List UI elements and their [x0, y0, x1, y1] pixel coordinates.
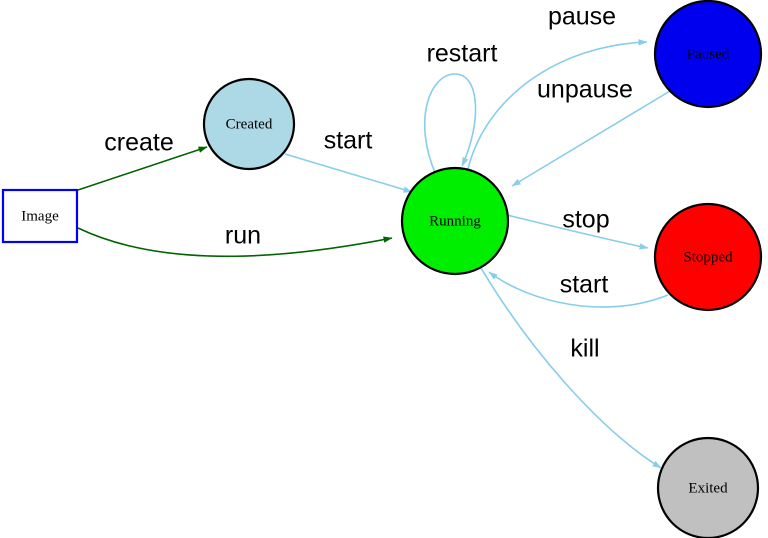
- node-running-label: Running: [429, 213, 481, 229]
- node-running-shape: [400, 166, 510, 276]
- edge-run-label: run: [225, 222, 261, 250]
- node-stopped-label: Stopped: [683, 249, 733, 265]
- edge-restart-label: restart: [427, 40, 498, 68]
- edge-start-created-running: start: [284, 127, 413, 193]
- edge-start-created-running-label: start: [324, 127, 373, 155]
- edge-pause-label: pause: [548, 3, 616, 31]
- edge-stop-label: stop: [562, 206, 609, 234]
- node-paused[interactable]: Paused: [653, 0, 763, 109]
- edge-kill: kill: [480, 267, 662, 469]
- edge-start-stopped-running-label: start: [560, 271, 609, 299]
- edge-create-path: [77, 146, 208, 191]
- edge-restart-path: [423, 73, 477, 176]
- edge-kill-path: [480, 267, 662, 469]
- node-image-shape: [1, 188, 79, 244]
- edge-run-path: [77, 227, 393, 258]
- edge-unpause: unpause: [511, 76, 671, 187]
- edge-pause: pause: [467, 3, 648, 170]
- edge-unpause-path: [511, 90, 671, 187]
- edge-start-stopped-running: start: [488, 271, 669, 308]
- node-image[interactable]: Image: [1, 188, 79, 244]
- edge-restart: restart: [423, 40, 498, 176]
- node-exited-shape: [656, 436, 760, 538]
- node-exited[interactable]: Exited: [656, 436, 760, 538]
- edge-unpause-label: unpause: [537, 76, 633, 104]
- edge-start-created-running-path: [284, 153, 413, 193]
- edge-pause-path: [467, 39, 648, 170]
- node-created-label: Created: [226, 116, 273, 132]
- node-stopped[interactable]: Stopped: [653, 202, 763, 312]
- edge-start-stopped-running-path: [488, 271, 669, 308]
- node-created[interactable]: Created: [202, 77, 296, 171]
- edge-create: create: [77, 129, 208, 191]
- node-exited-label: Exited: [688, 480, 728, 496]
- node-image-label: Image: [21, 208, 59, 224]
- node-running[interactable]: Running: [400, 166, 510, 276]
- node-created-shape: [202, 77, 296, 171]
- node-stopped-shape: [653, 202, 763, 312]
- edge-stop-path: [506, 214, 649, 250]
- edge-stop: stop: [506, 206, 649, 250]
- edge-kill-label: kill: [570, 335, 599, 363]
- edge-run: run: [77, 222, 393, 258]
- node-paused-label: Paused: [687, 46, 730, 62]
- node-paused-shape: [653, 0, 763, 109]
- edge-create-label: create: [104, 129, 173, 157]
